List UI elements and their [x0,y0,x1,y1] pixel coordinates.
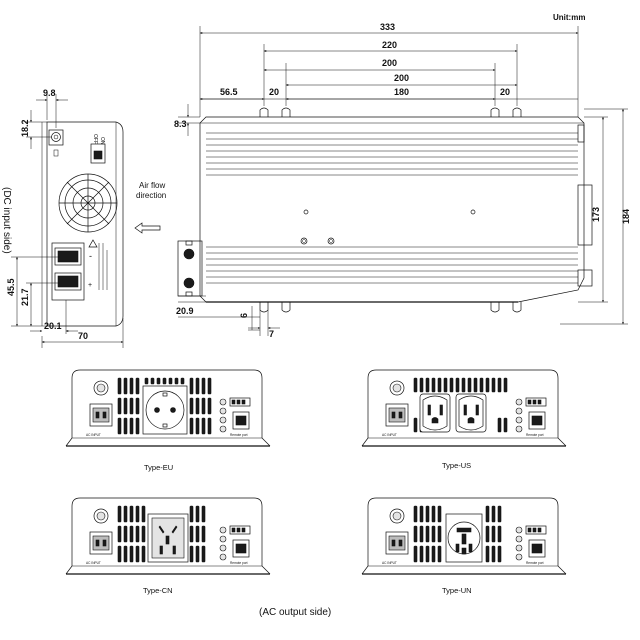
dim-180: 180 [394,87,409,97]
ac-input-label: AC INPUT [382,561,397,565]
dim-7: 7 [269,329,274,339]
dc-plus-label: + [88,282,92,289]
dc-terminal-icon [183,277,195,289]
ac-input-label: AC INPUT [86,561,101,565]
vent-slots [117,377,212,435]
vent-slots [117,505,206,563]
remote-port-label: Remote port [230,433,248,437]
top-mount-slots [259,107,522,117]
dc-input-side-label: (DC input side) [1,187,12,254]
warning-icon [88,239,98,248]
us-socket-left [419,393,451,433]
switch-off-label: OFF [92,134,98,144]
dim-18-2: 18.2 [20,119,30,137]
fan-icon [58,173,118,233]
top-view-dimensions: 333 220 200 200 56.5 20 180 20 8.3 173 1… [174,22,631,339]
air-flow-label-1: Air flow [139,181,165,190]
ac-output-side-label: (AC output side) [259,607,331,618]
screw-icon [327,237,335,245]
vent-slots [413,377,508,433]
dim-56-5: 56.5 [220,87,238,97]
top-view [177,107,593,313]
ac-input-label: AC INPUT [86,433,101,437]
dim-20-left: 20 [269,87,279,97]
dim-220: 220 [382,40,397,50]
caption-type-us: Type-US [442,461,471,470]
dim-200-lower: 200 [394,73,409,83]
dim-20-right: 20 [500,87,510,97]
screw-icon [303,209,309,215]
dim-9-8: 9.8 [43,88,56,98]
dim-200-upper: 200 [382,58,397,68]
bottom-mount-slots [259,302,522,313]
screw-icon [300,237,308,245]
air-flow-arrow-icon [134,222,161,234]
top-view-body [199,116,585,303]
panel-us: AC INPUT Remote port [361,369,567,447]
side-knob [48,129,64,146]
dim-173: 173 [591,207,601,222]
panel-eu: AC INPUT Remote port [65,369,271,447]
dim-333: 333 [380,22,395,32]
remote-port-label: Remote port [230,561,248,565]
caption-type-eu: Type-EU [144,463,173,472]
side-view: ON OFF + - 9.8 [6,88,124,348]
dim-45-5: 45.5 [6,278,16,296]
panel-cn: AC INPUT Remote port [65,497,271,575]
eu-socket [142,385,188,435]
dim-70: 70 [78,331,88,341]
dc-terminal-housing [51,242,85,301]
air-flow-indicator: Air flow direction [134,181,166,234]
screw-icon [470,209,476,215]
dim-184: 184 [621,209,631,224]
bottom-ribs [206,246,578,284]
dim-6: 6 [239,313,249,318]
dc-terminal-icon [183,248,195,260]
caption-type-un: Type-UN [442,586,472,595]
dc-minus-label: - [89,251,92,261]
dim-21-7: 21.7 [20,288,30,306]
side-view-body [46,121,124,327]
unit-label: Unit:mm [553,13,585,22]
top-ribs [206,132,578,176]
panel-un: AC INPUT Remote port [361,497,567,575]
air-flow-label-2: direction [136,191,166,200]
switch-on-label: ON [99,137,105,145]
dim-20-1: 20.1 [44,321,62,331]
power-switch [90,143,106,164]
vent-slots [413,505,502,563]
ac-input-label: AC INPUT [382,433,397,437]
dim-8-3: 8.3 [174,119,187,129]
caption-type-cn: Type-CN [143,586,173,595]
dim-20-9: 20.9 [176,306,194,316]
us-socket-right [455,393,487,433]
remote-port-label: Remote port [526,433,544,437]
remote-port-label: Remote port [526,561,544,565]
